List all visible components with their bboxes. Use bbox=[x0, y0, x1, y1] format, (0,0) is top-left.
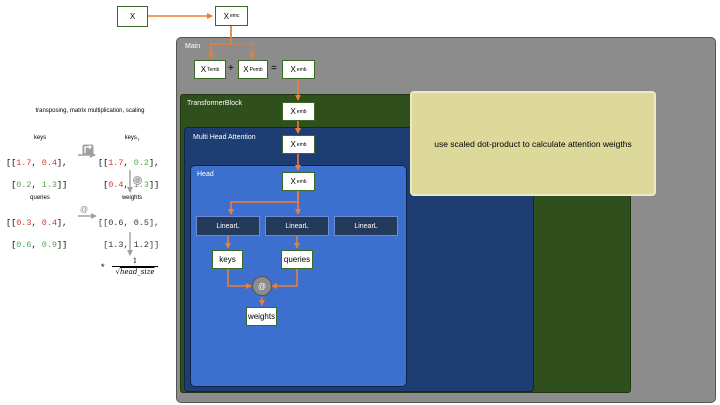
multiply-symbol: * bbox=[101, 262, 105, 272]
scale-denominator: √head_size bbox=[110, 268, 160, 276]
head-label: Head bbox=[197, 171, 214, 178]
scale-numerator: 1 bbox=[132, 257, 138, 265]
x-emb-transformer-sub: emb bbox=[296, 108, 307, 115]
x-input-node: X bbox=[117, 6, 148, 27]
queries-title: queries bbox=[30, 195, 50, 201]
linear-layer-2: LinearL bbox=[265, 216, 329, 236]
x-emc-sub: emc bbox=[229, 13, 240, 19]
weights-row-2: [1.3, 1.2]] bbox=[98, 240, 160, 250]
keys-title: keys bbox=[33, 135, 47, 141]
x-pemb-main: X bbox=[243, 65, 249, 74]
scale-denominator-text: head_size bbox=[120, 268, 155, 276]
matmul-icon-small: @ bbox=[133, 176, 142, 185]
x-temb-main: X bbox=[200, 65, 207, 74]
multi-head-attention-label: Multi Head Attention bbox=[193, 134, 256, 141]
transformer-block-label: TransformerBlock bbox=[187, 100, 242, 107]
x-emb-main-main: X bbox=[290, 65, 296, 74]
matmul-operator: @ bbox=[252, 276, 272, 296]
weights-matrix: [[0.6, 0.5], [1.3, 1.2]] bbox=[98, 207, 159, 262]
queries-node: queries bbox=[281, 250, 313, 269]
keys-row-1: [[1.7, 0.4], bbox=[6, 158, 68, 168]
keys-t-main: keys bbox=[124, 135, 137, 141]
x-pemb-sub: Pemb bbox=[249, 66, 263, 73]
matmul-symbol-left: @ bbox=[80, 205, 89, 214]
sqrt-icon: √ bbox=[115, 268, 120, 276]
keys-t-matrix: [[1.7, 0.2], [0.4, 1.3]] bbox=[98, 147, 159, 202]
x-emb-head-sub: emb bbox=[296, 178, 307, 185]
note-box: use scaled dot-product to calculate atte… bbox=[410, 91, 656, 196]
x-emb-main-sub: emb bbox=[296, 66, 307, 73]
keys-t-title: keysT bbox=[112, 135, 152, 142]
queries-row-1: [[0.3, 0.4], bbox=[6, 218, 68, 228]
linear-layer-3: LinearL bbox=[334, 216, 398, 236]
keys-matrix: [[1.7, 0.4], [0.2, 1.3]] bbox=[6, 147, 67, 202]
plus-sign: + bbox=[228, 63, 234, 74]
keys-t-row-1: [[1.7, 0.2], bbox=[98, 158, 160, 168]
x-emb-mha-main: X bbox=[290, 140, 296, 149]
keys-t-row-2: [0.4, 1.3]] bbox=[98, 180, 160, 190]
x-emb-head-main: X bbox=[290, 177, 296, 186]
left-title: transposing, matrix multiplication, scal… bbox=[35, 108, 145, 114]
queries-matrix: [[0.3, 0.4], [0.6, 0.9]] bbox=[6, 207, 67, 262]
equals-sign: = bbox=[271, 63, 277, 74]
weights-node: weights bbox=[246, 307, 277, 326]
x-emb-mha-sub: emb bbox=[296, 141, 307, 148]
queries-row-2: [0.6, 0.9]] bbox=[6, 240, 68, 250]
x-temb-sub: Temb bbox=[207, 66, 220, 73]
weights-row-1: [[0.6, 0.5], bbox=[98, 218, 160, 228]
transpose-icon bbox=[82, 144, 94, 156]
main-panel-label: Main bbox=[185, 43, 201, 50]
note-text: use scaled dot-product to calculate atte… bbox=[434, 138, 632, 149]
matmul-symbol: @ bbox=[257, 281, 267, 291]
x-input-label: X bbox=[129, 12, 136, 21]
keys-row-2: [0.2, 1.3]] bbox=[6, 180, 68, 190]
head-panel: Head bbox=[190, 165, 407, 387]
keys-node: keys bbox=[212, 250, 243, 269]
weights-title: weights bbox=[121, 195, 143, 201]
scale-fraction-bar bbox=[112, 266, 158, 267]
keys-t-sub: T bbox=[136, 137, 140, 143]
scale-fraction: 1 √head_size bbox=[110, 257, 160, 276]
x-emb-transformer-main: X bbox=[290, 107, 296, 116]
matmul-icon-small-symbol: @ bbox=[134, 177, 141, 184]
x-emc-main: X bbox=[223, 11, 229, 21]
linear-layer-1: LinearL bbox=[196, 216, 260, 236]
